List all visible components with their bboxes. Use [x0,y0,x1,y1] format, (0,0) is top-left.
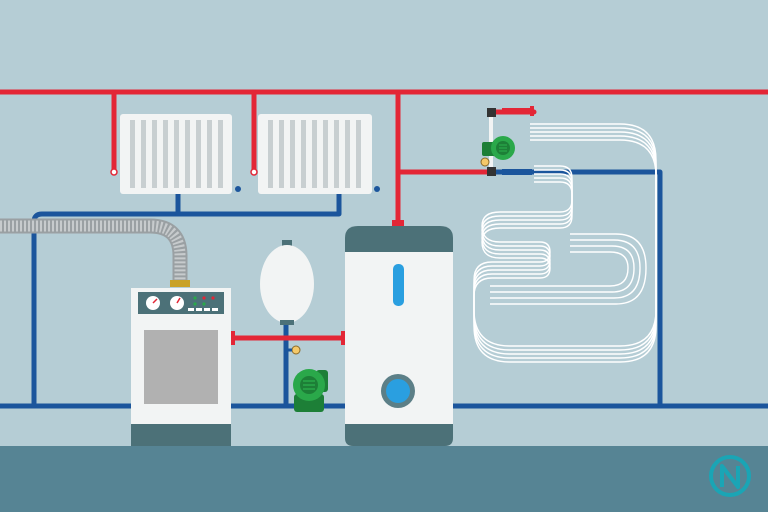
boiler [131,288,231,446]
valve-wheel-icon [286,345,301,355]
radiator-2-valve-cold [374,186,380,192]
floor [0,446,768,512]
n-circle-logo-icon [709,455,751,497]
tank-level-indicator [393,264,404,306]
radiator-2-return [175,191,342,217]
underfloor-heating-loop [473,123,657,363]
flue-collar [170,280,190,287]
circulation-pump-icon [293,369,328,412]
boiler-base [131,424,231,446]
tank-inlet-cap [392,220,404,226]
radiator-2 [250,114,380,194]
manifold-valve-icon [480,157,490,167]
flex-flue-hose [0,218,188,282]
radiator-1-valve-cold [235,186,241,192]
expansion-tank [260,240,314,325]
radiator-1-valve-hot [110,168,118,176]
boiler-link-flange-right [341,331,345,345]
boiler-buttons [188,308,218,311]
pressure-gauge-icon [146,296,160,310]
boiler-window [144,330,218,404]
floor-loop-return [489,169,663,409]
radiator-2-valve-hot [250,168,258,176]
boiler-link-flange-left [231,331,235,345]
manifold-pump-icon [482,136,515,160]
radiator-1 [110,114,241,194]
hot-supply-pipes [0,89,768,341]
tank-top-cap [345,226,453,254]
water-heater-tank [345,226,453,446]
tank-bottom-cap [345,424,453,446]
temperature-gauge-icon [170,296,184,310]
status-led-icons [193,296,215,306]
